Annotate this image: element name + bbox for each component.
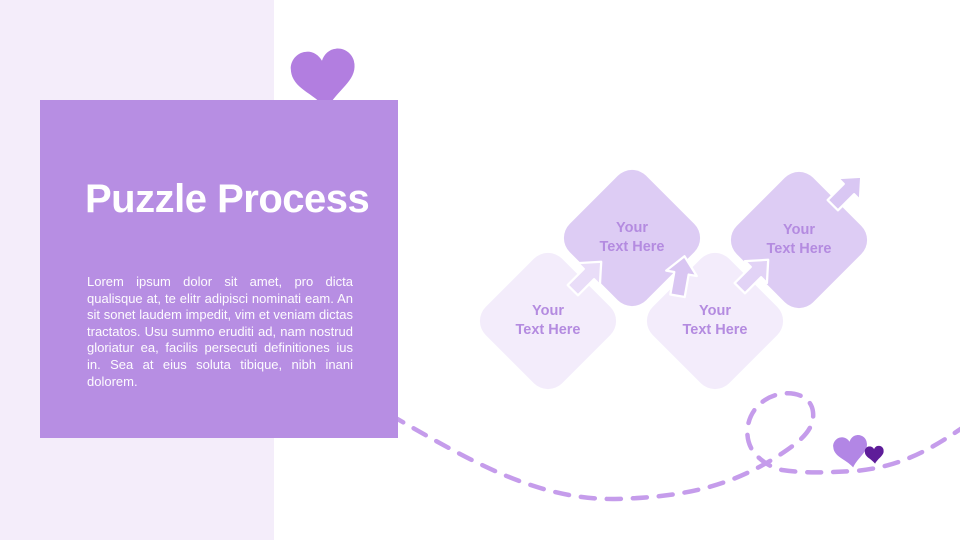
slide-title: Puzzle Process [85, 177, 370, 221]
arrow-up-right-icon [560, 249, 614, 303]
arrow-up-right-icon [727, 247, 781, 301]
label-line: Your [616, 220, 648, 236]
label-line: Your [783, 222, 815, 238]
label-line: Text Here [766, 241, 832, 257]
label-line: Text Here [515, 322, 581, 338]
small-heart-icon [864, 445, 884, 464]
label-line: Text Here [682, 322, 748, 338]
heart-icon [833, 435, 867, 468]
heart-icon [290, 48, 355, 110]
label-line: Text Here [599, 239, 665, 255]
arrow-up-icon [661, 252, 702, 299]
title-card: Puzzle Process Lorem ipsum dolor sit ame… [40, 100, 398, 438]
arrow-exit-up-right-icon [820, 164, 874, 218]
slide-body-text: Lorem ipsum dolor sit amet, pro dicta qu… [87, 274, 353, 389]
label-line: Your [532, 303, 564, 319]
label-line: Your [699, 303, 731, 319]
